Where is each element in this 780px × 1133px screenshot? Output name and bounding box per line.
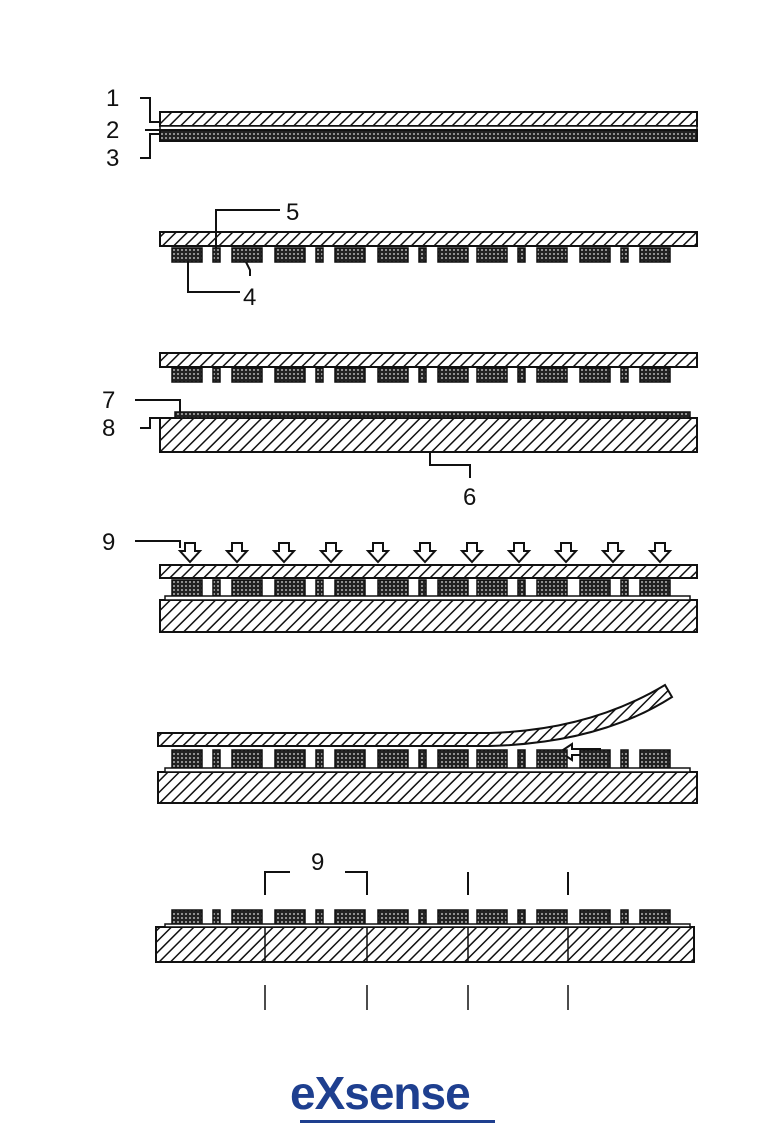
chip-block [334,247,366,263]
chip-block [334,909,366,926]
chip-block [231,367,263,383]
label-3: 3 [106,145,119,172]
label-8: 8 [102,415,115,442]
chip-block [315,749,324,769]
chip-block [171,247,203,263]
chip-block [476,909,508,926]
step-4-press [135,540,698,633]
label-2: 2 [106,117,119,144]
press-arrow-icon [318,542,344,564]
step-2-patterned [159,209,698,293]
chip-block [620,749,629,769]
chip-block [437,909,469,926]
chip-block [620,367,629,383]
press-arrow-icon [506,542,532,564]
chip-block [171,749,203,769]
step-5-peel [157,683,698,804]
chip-block [274,247,306,263]
label-7: 7 [102,387,115,414]
chip-block [536,367,568,383]
step-3-substrate [135,352,698,478]
adhesive-layer [164,767,691,773]
press-arrow-icon [271,542,297,564]
label-4: 4 [243,284,256,311]
press-arrow-icon [177,542,203,564]
adhesive-layer [174,411,691,419]
press-arrow-icon [412,542,438,564]
chip-block [639,367,671,383]
chip-block [212,247,221,263]
label-1: 1 [106,85,119,112]
chip-block [171,367,203,383]
step-6-dice [155,871,695,1010]
chip-block [536,909,568,926]
press-arrow-icon [600,542,626,564]
chip-block [315,367,324,383]
chip-block [418,367,427,383]
chip-block [377,367,409,383]
press-arrow-icon [647,542,673,564]
chip-block [212,749,221,769]
label-5: 5 [286,199,299,226]
chip-block [620,247,629,263]
label-9-unit: 9 [311,849,324,876]
chip-block [639,247,671,263]
chip-block [536,247,568,263]
chip-block [517,247,526,263]
chip-block [579,247,611,263]
chip-block [579,909,611,926]
label-9-press: 9 [102,529,115,556]
press-arrow-icon [553,542,579,564]
chip-block [437,247,469,263]
adhesive-layer [164,595,691,601]
chip-block [476,367,508,383]
chip-block [274,749,306,769]
chip-block [579,367,611,383]
chip-block [579,749,611,769]
chip-block [418,909,427,926]
chip-block [476,749,508,769]
chip-block [639,909,671,926]
chip-block [437,749,469,769]
chip-block [274,909,306,926]
chip-block [212,367,221,383]
chip-block [334,367,366,383]
logo-text: eXsense [290,1067,471,1119]
chip-block [418,749,427,769]
chip-block [476,247,508,263]
press-arrow-icon [224,542,250,564]
chip-block [639,749,671,769]
chip-block [517,749,526,769]
chip-block [212,909,221,926]
chip-block [536,749,568,769]
chip-block [231,909,263,926]
chip-block [620,909,629,926]
chip-block [418,247,427,263]
chip-block [377,247,409,263]
label-6: 6 [463,484,476,511]
chip-block [377,909,409,926]
press-arrow-icon [459,542,485,564]
adhesive-layer [164,923,691,928]
step-1-laminate [140,97,698,159]
chip-block [231,749,263,769]
chip-block [517,909,526,926]
chip-block [274,367,306,383]
chip-block [517,367,526,383]
chip-block [315,909,324,926]
logo-underline [300,1120,495,1123]
chip-block [334,749,366,769]
chip-block [315,247,324,263]
press-arrow-icon [365,542,391,564]
exsense-logo: eXsense [290,1067,500,1130]
chip-block [377,749,409,769]
chip-block [171,909,203,926]
chip-block [231,247,263,263]
chip-block [437,367,469,383]
